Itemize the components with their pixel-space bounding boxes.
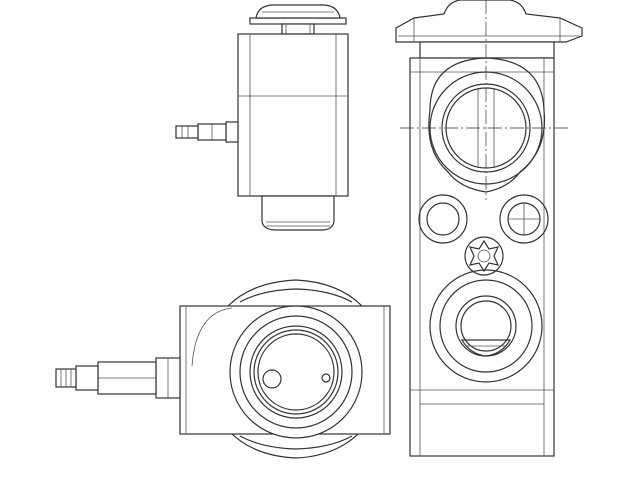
side-view <box>55 279 391 459</box>
front-view <box>395 0 583 457</box>
front-right-port <box>499 194 549 244</box>
side-connector-pipe <box>55 357 181 399</box>
front-left-port <box>418 194 468 244</box>
top-view-stub <box>175 121 239 143</box>
top-knob <box>249 4 347 35</box>
side-port <box>229 305 363 439</box>
front-lower-port <box>429 269 543 383</box>
top-view-collar <box>261 195 335 231</box>
front-center-bolt <box>464 236 504 276</box>
top-view <box>175 4 349 231</box>
side-outer-flange <box>227 279 363 459</box>
front-top-flange <box>395 0 583 59</box>
top-view-body <box>237 33 349 197</box>
front-body <box>409 57 555 457</box>
